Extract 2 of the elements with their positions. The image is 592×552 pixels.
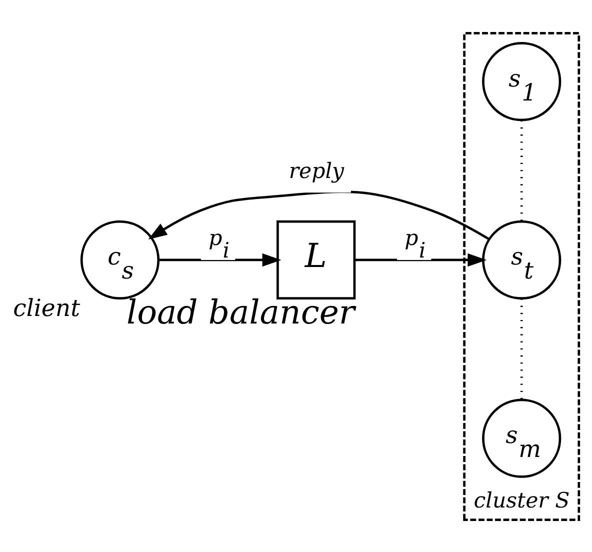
node-label: client [13,294,80,322]
edge-label: reply [288,158,344,184]
